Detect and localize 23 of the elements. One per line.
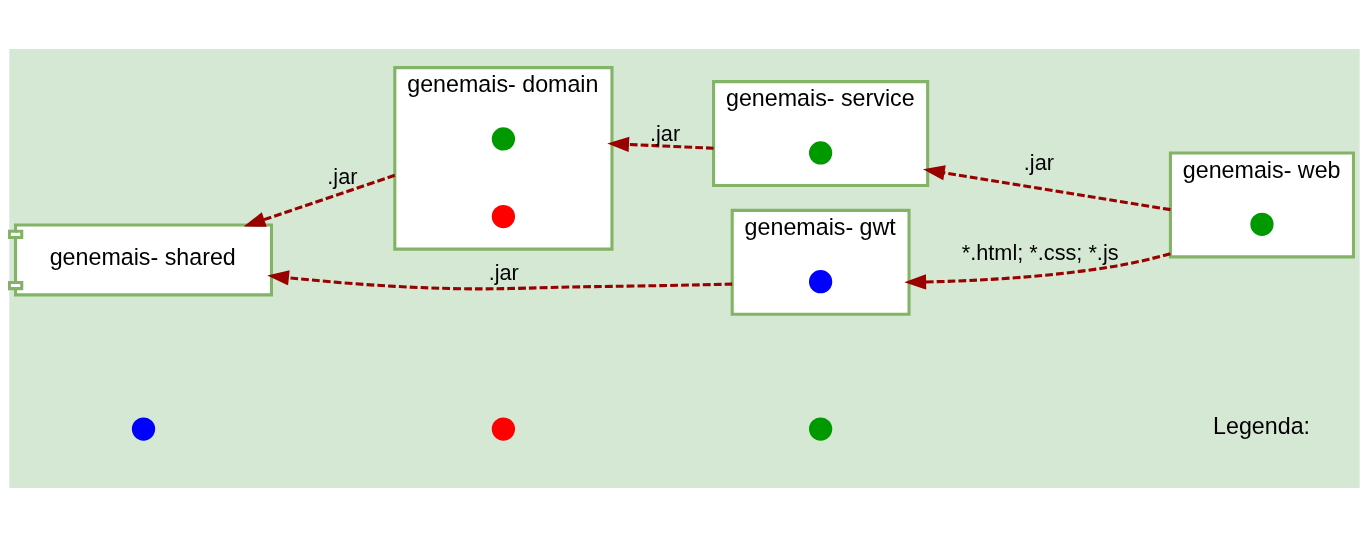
node-circle: [131, 417, 156, 441]
arrow: [607, 136, 714, 153]
node-circle: [1250, 212, 1274, 236]
edge-label: .jar: [649, 120, 681, 146]
label: Legenda:: [1213, 413, 1311, 440]
node-circle: [491, 417, 516, 441]
cluster: genemais- gwt: [730, 208, 911, 316]
edge-label: .jar: [1023, 150, 1054, 176]
node-circle: [809, 141, 833, 165]
arrow: [923, 165, 1171, 212]
node-circle: [809, 417, 833, 441]
arrow: [243, 173, 396, 227]
cluster: genemais- web: [1168, 151, 1355, 259]
cluster: genemais- service: [712, 80, 930, 188]
node-circle: [491, 127, 516, 151]
edge-label: *.html; *.css; *.js: [961, 240, 1119, 266]
arrow: [267, 270, 733, 291]
arrow: [904, 252, 1171, 290]
node-circle: [809, 270, 833, 294]
cluster: genemais- domain: [393, 66, 614, 251]
edge-label: .jar: [327, 164, 358, 190]
edge-label: .jar: [488, 260, 519, 286]
node-circle: [491, 204, 516, 229]
